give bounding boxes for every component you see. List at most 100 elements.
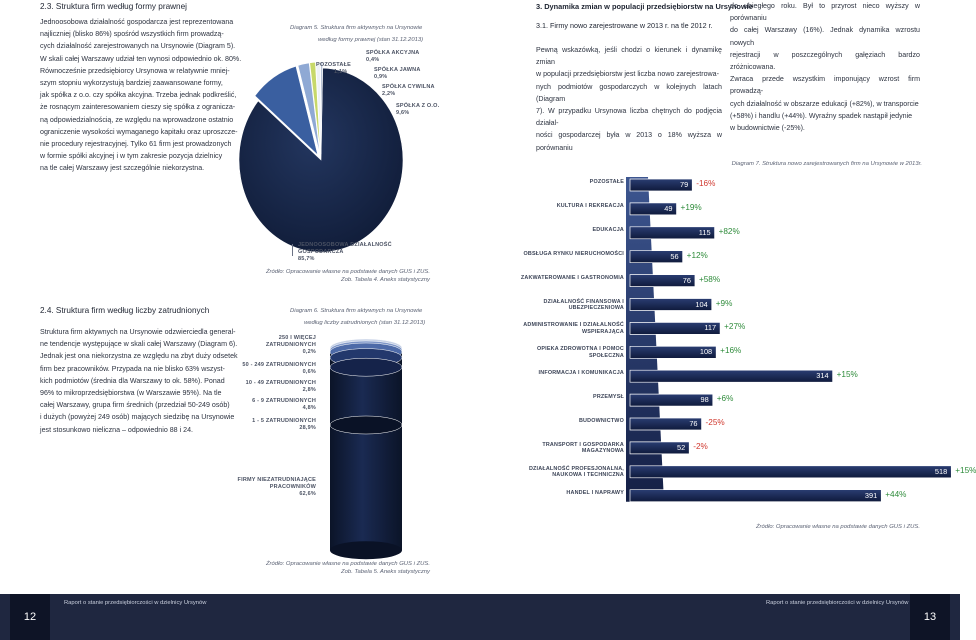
funnel-bar <box>629 226 715 240</box>
funnel-value-label: 314 <box>816 371 829 381</box>
pie-label-leader-line <box>292 244 293 256</box>
label-name: 1 - 5 ZATRUDNIONYCH <box>252 418 316 424</box>
diagram5-source: Źródło: Opracowanie własne na podstawie … <box>262 268 430 284</box>
text-line: całej Warszawy, grupa firm średnich (prz… <box>40 401 230 410</box>
cyl-label-10-49: 10 - 49 ZATRUDNIONYCH 2,8% <box>228 380 316 394</box>
funnel-bar <box>629 369 833 383</box>
funnel-bar <box>629 322 721 335</box>
pie-label-jednoosobowa: JEDNOOSOBOWA DZIAŁALNOŚĆ GOSPODARCZA 85,… <box>298 242 438 263</box>
label-name: FIRMY NIEZATRUDNIAJĄCE PRACOWNIKÓW <box>237 477 316 490</box>
diagram6-caption: Diagram 6. Struktura firm aktywnych na U… <box>290 307 470 327</box>
text-line: i dużych (powyżej 249 osób) mających sie… <box>40 413 235 422</box>
text-line: cych działalność w obszarze edukacji (+8… <box>730 99 919 108</box>
funnel-category-label: Administrowanie i działalność wspierając… <box>523 322 624 335</box>
label-value: 62,6% <box>299 491 316 497</box>
funnel-change-label: +9% <box>715 298 733 308</box>
page-number-right: 13 <box>910 594 950 640</box>
caption-line: Diagram 6. Struktura firm aktywnych na U… <box>290 308 423 314</box>
funnel-category-label: Informacja i komunikacja <box>538 370 624 377</box>
text-line: najliczniej (blisko 86%) spośród wszystk… <box>40 30 224 39</box>
funnel-bar <box>629 393 714 407</box>
funnel-bar <box>629 178 693 192</box>
funnel-value-label: 49 <box>664 203 673 213</box>
text-line: do całej Warszawy (16%). Jednak dynamika… <box>730 26 920 47</box>
source-line: Źródło: Opracowanie własne na podstawie … <box>265 269 430 275</box>
cyl-segment-1 <box>330 425 402 551</box>
funnel-bar <box>629 465 952 479</box>
footer-title-left: Raport o stanie przedsiębiorczości w dzi… <box>64 600 207 606</box>
text-line: (+58%) i handlu (+44%). Wyraźny spadek n… <box>730 111 913 120</box>
source-line: Zob. Tabela 4. Aneks statystyczny <box>341 277 430 283</box>
text-line: cych działalność zarejestrowanych na Urs… <box>40 42 236 51</box>
label-name: 250 I WIĘCEJ ZATRUDNIONYCH <box>265 335 316 348</box>
funnel-change-label: +27% <box>724 322 746 332</box>
label-value: 4,8% <box>302 405 316 411</box>
funnel-category-label: Budownictwo <box>578 418 624 424</box>
funnel-category-label: Przemysł <box>593 394 624 401</box>
source-line: Zob. Tabela 5. Aneks statystyczny <box>341 569 430 575</box>
funnel-value-label: 56 <box>670 251 679 261</box>
pie-label-spolka-cywilna: SPÓŁKA CYWILNA 2,2% <box>382 84 435 98</box>
text-line: w budownictwie (-25%). <box>730 124 805 133</box>
text-line: firm bez pracowników. Przypada na nie bl… <box>40 364 225 373</box>
pie-slice-4 <box>309 61 321 155</box>
text-line: 7). W przypadku Ursynowa liczba chętnych… <box>536 107 722 128</box>
label-value: 2,8% <box>302 387 316 393</box>
pie-slice-6 <box>320 61 323 155</box>
section-text-zatrudnieni: Struktura firm aktywnych na Ursynowie od… <box>40 326 272 436</box>
funnel-bar <box>629 202 677 216</box>
funnel-value-label: 391 <box>864 490 878 500</box>
funnel-bar <box>629 489 882 503</box>
label-value: 0,9% <box>374 74 388 80</box>
label-value: 0,4% <box>366 57 380 63</box>
text-line: nie procedury rejestracyjnej. Tylko 61 f… <box>40 140 232 149</box>
label-value: 28,9% <box>299 425 316 431</box>
diagram5-pie-chart <box>238 61 404 253</box>
funnel-bar <box>629 441 690 455</box>
page-footer <box>0 594 960 640</box>
section-text-col1: Pewną wskazówką, jeśli chodzi o kierunek… <box>536 44 722 154</box>
label-name: SPÓŁKA Z O.O. <box>396 103 440 109</box>
text-line: rejestracji w poszczególnych gałęziach b… <box>730 50 920 72</box>
section-title-forma-prawna: 2.3. Struktura firm według formy prawnej <box>40 2 187 11</box>
funnel-value-label: 98 <box>700 395 709 405</box>
label-value: 0,6% <box>302 369 316 375</box>
text-line: W skali całej Warszawy udział ten wynosi… <box>40 54 242 63</box>
pie-slice-1 <box>238 67 404 253</box>
section-title-zatrudnieni: 2.4. Struktura firm według liczby zatrud… <box>40 306 210 315</box>
page-number-left: 12 <box>10 594 50 640</box>
label-name: SPÓŁKA AKCYJNA <box>366 50 420 56</box>
funnel-value-label: 76 <box>689 419 698 428</box>
label-name: 6 - 9 ZATRUDNIONYCH <box>252 398 316 404</box>
cyl-label-250plus: 250 I WIĘCEJ ZATRUDNIONYCH 0,2% <box>236 335 316 356</box>
funnel-change-label: +6% <box>716 394 734 404</box>
text-line: 96% to mikroprzedsiębiorstwa (w Warszawi… <box>40 389 222 398</box>
funnel-category-label: Pozostałe <box>589 179 624 185</box>
funnel-bar <box>629 298 713 311</box>
funnel-value-label: 117 <box>704 323 717 333</box>
funnel-value-label: 104 <box>695 299 708 309</box>
funnel-change-label: +82% <box>718 226 740 236</box>
funnel-category-label: Opieka zdrowotna i pomoc społeczna <box>536 346 624 359</box>
pie-slice-3 <box>297 62 321 155</box>
diagram6-cylinder-chart <box>329 338 403 560</box>
text-line: jak spółka z o.o. czy spółka akcyjna. Tr… <box>40 91 237 100</box>
funnel-category-label: Transport i gospodarka magazynowa <box>542 441 624 455</box>
cyl-label-niezatrudniajace: FIRMY NIEZATRUDNIAJĄCE PRACOWNIKÓW 62,6% <box>228 477 316 498</box>
funnel-change-label: +58% <box>698 274 721 284</box>
text-line: Równocześnie przedsiębiorcy Ursynowa w r… <box>40 66 230 75</box>
funnel-value-label: 518 <box>934 466 948 476</box>
funnel-change-label: +12% <box>686 250 708 260</box>
funnel-change-label: +19% <box>680 202 702 212</box>
cyl-label-6-9: 6 - 9 ZATRUDNIONYCH 4,8% <box>228 398 316 412</box>
text-line: w formie spółki akcyjnej i w tym zakresi… <box>40 152 223 161</box>
funnel-change-label: +15% <box>955 465 976 475</box>
funnel-change-label: +16% <box>720 346 742 356</box>
diagram7-funnel-chart <box>626 177 952 503</box>
label-name: POZOSTAŁE <box>316 62 352 68</box>
funnel-change-label: +15% <box>836 370 858 380</box>
label-name: SPÓŁKA CYWILNA <box>382 84 435 90</box>
funnel-category-label: Działalność finansowa i ubezpieczeniowa <box>543 298 624 312</box>
funnel-bar <box>629 417 702 431</box>
cyl-top-1 <box>329 415 403 435</box>
